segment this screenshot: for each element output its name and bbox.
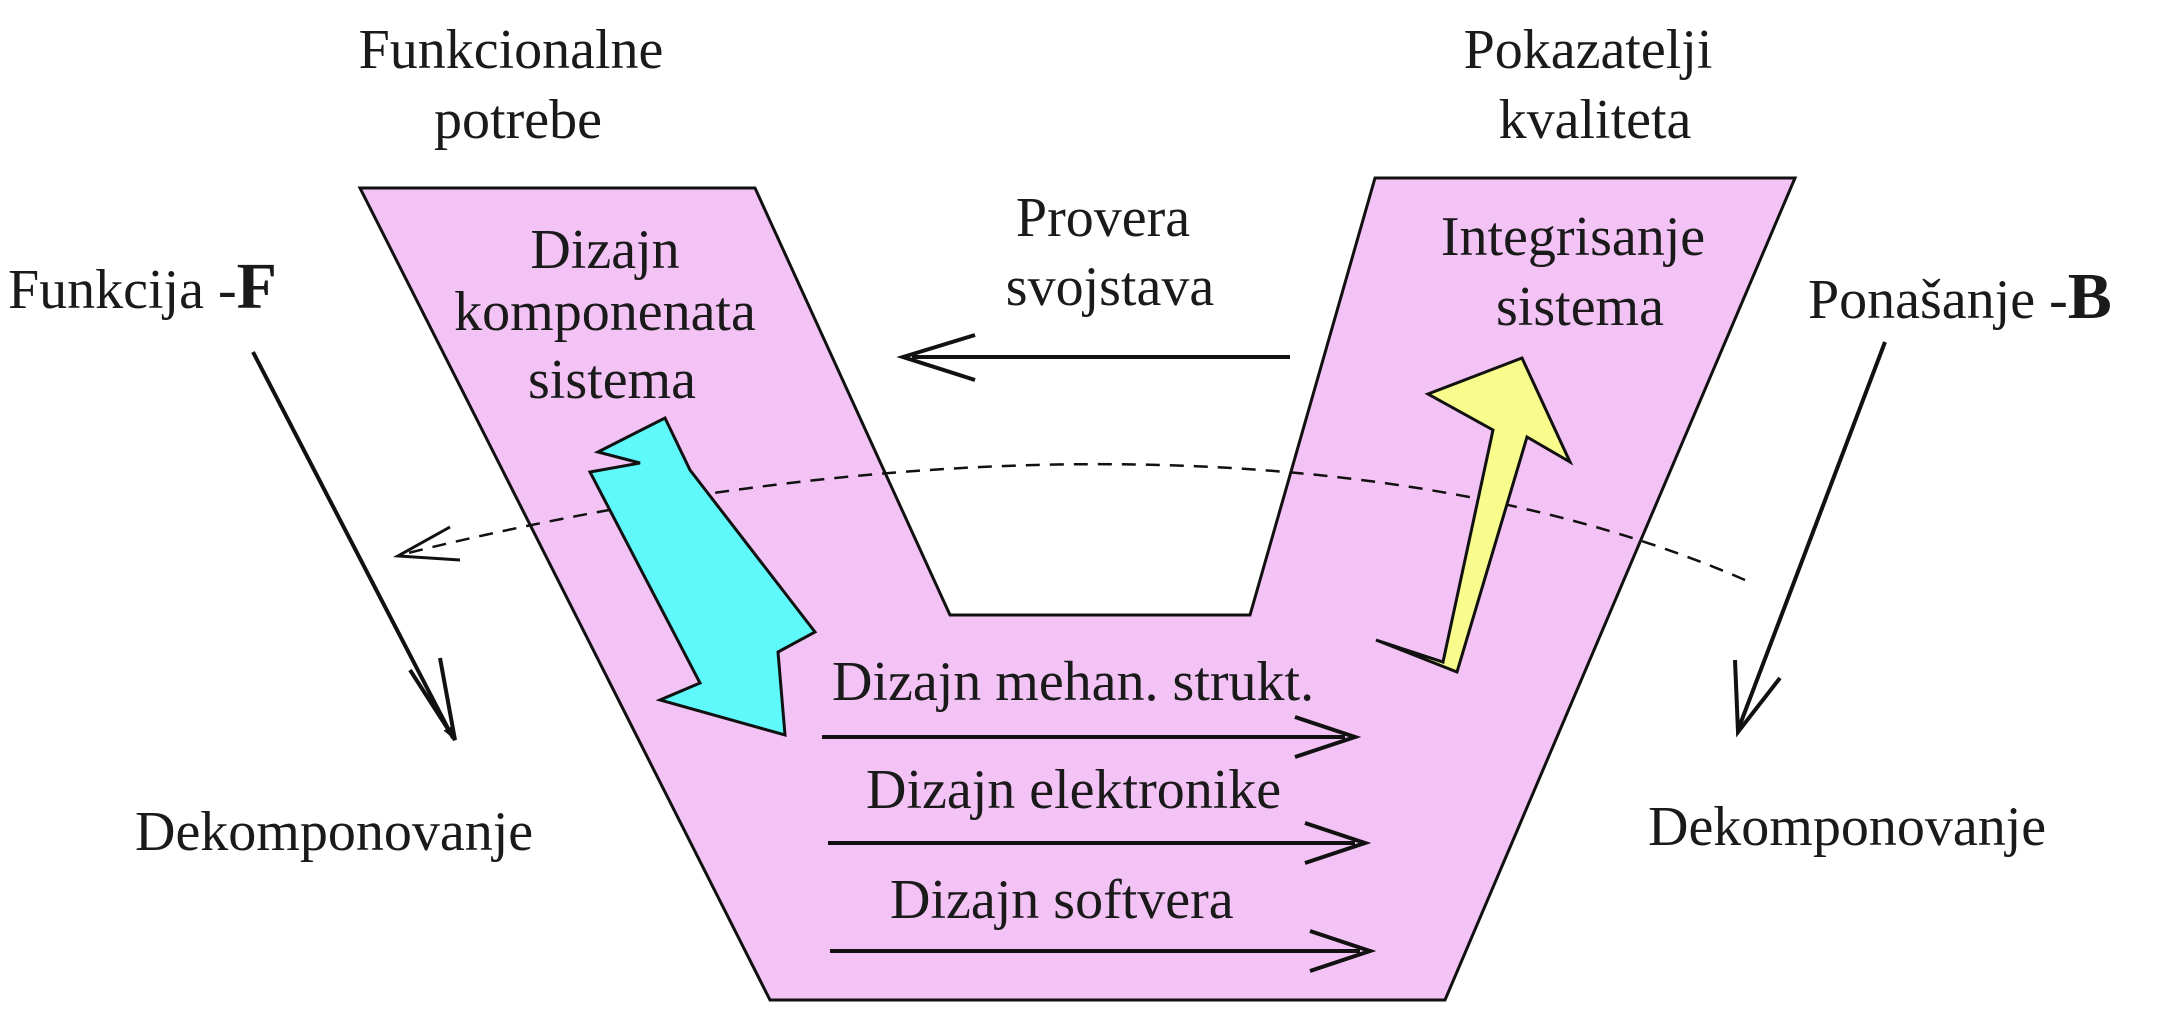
- mech-design-arrow-head: [1294, 715, 1362, 759]
- property-check-label: Provera svojstava: [1006, 187, 1215, 318]
- function-label: Funkcija -F: [8, 250, 277, 323]
- quality-indicators-label: Pokazatelji kvaliteta: [1464, 19, 1727, 151]
- behavior-decompose-arrow: [1736, 341, 1887, 731]
- dashed-arrow-head: [392, 525, 461, 562]
- system-integration-label: Integrisanje sistema: [1441, 206, 1719, 338]
- cyan-arrow: [587, 415, 818, 738]
- mech-design-label: Dizajn mehan. strukt.: [832, 651, 1314, 713]
- decompose-right-label: Dekomponovanje: [1648, 796, 2046, 858]
- component-design-label: Dizajn komponenata sistema: [454, 219, 770, 411]
- function-arrow-head: [408, 657, 457, 742]
- function-decompose-arrow: [251, 351, 455, 739]
- behavior-arrow-head: [1733, 659, 1782, 738]
- functional-needs-label: Funkcionalne potrebe: [359, 19, 678, 151]
- behavior-label: Ponašanje -B: [1808, 260, 2112, 333]
- electronics-design-label: Dizajn elektronike: [866, 759, 1281, 821]
- property-check-arrow-head: [896, 333, 976, 382]
- software-design-label: Dizajn softvera: [890, 869, 1234, 931]
- decompose-left-label: Dekomponovanje: [135, 801, 533, 863]
- v-shape: [357, 176, 1798, 1002]
- software-design-arrow-head: [1309, 929, 1377, 973]
- electronics-design-arrow-head: [1304, 821, 1372, 865]
- yellow-arrow: [1375, 356, 1574, 674]
